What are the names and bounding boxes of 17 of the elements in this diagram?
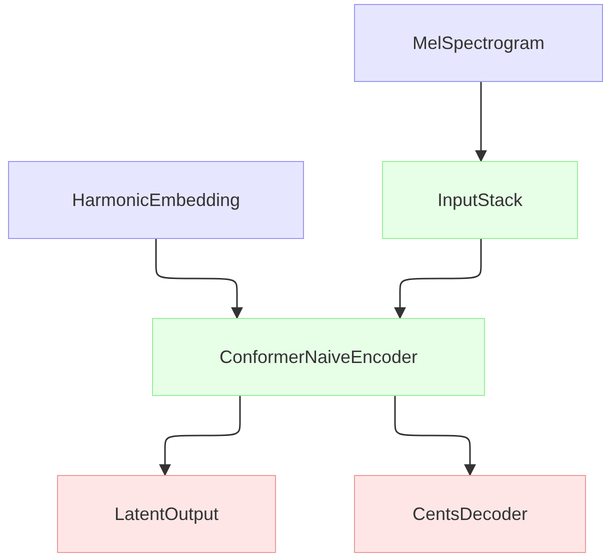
node-label: InputStack: [437, 190, 523, 210]
process-box: [57, 475, 276, 553]
process-box: [152, 318, 485, 396]
node-label: HarmonicEmbedding: [72, 190, 240, 210]
arrow: [159, 396, 241, 476]
arrow: [155, 239, 243, 320]
arrow: [394, 239, 482, 320]
process-box: [354, 475, 586, 553]
node-label: ConformerNaiveEncoder: [219, 346, 418, 368]
process-box: [382, 161, 578, 239]
node-label: CentsDecoder: [412, 504, 528, 524]
arrow: [475, 82, 487, 162]
node-label: MelSpectrogram: [412, 32, 545, 54]
node-label: LatentOutput: [114, 504, 219, 524]
process-box: [8, 161, 304, 239]
arrow: [394, 396, 476, 476]
process-box: [354, 4, 603, 82]
